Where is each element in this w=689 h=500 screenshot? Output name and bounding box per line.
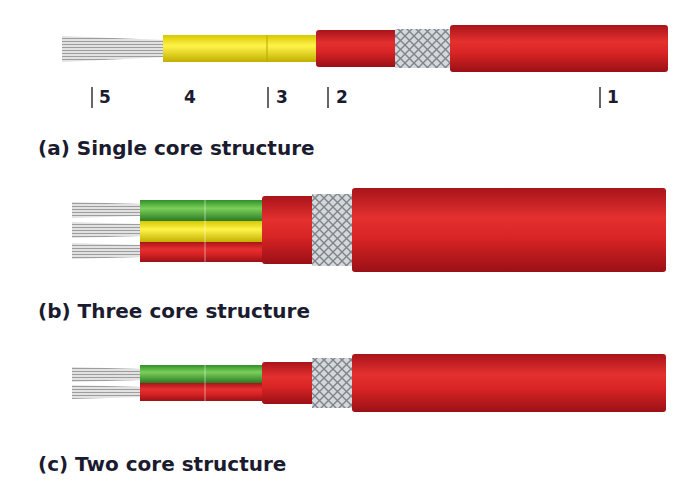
callout-tick [91, 87, 93, 108]
three-core-cable [72, 188, 666, 272]
figure-caption: (b) Three core structure [38, 299, 310, 323]
inner-sheath [262, 196, 316, 264]
outer-jacket [352, 354, 666, 412]
metal-braid [312, 358, 356, 408]
callout-tick [327, 87, 329, 108]
insulation-layer [163, 35, 267, 62]
core-insulation [140, 221, 264, 242]
conductor-strands [72, 202, 142, 218]
callout-tick [599, 87, 601, 108]
callout-number: 4 [184, 87, 196, 107]
core-insulation [140, 242, 264, 262]
conductor-strands [62, 36, 165, 62]
conductor-strands [72, 367, 142, 382]
conductor-strands [72, 385, 142, 399]
figure-caption: (c) Two core structure [38, 452, 286, 476]
conductor-strands [72, 222, 142, 238]
figure-caption: (a) Single core structure [38, 136, 315, 160]
layer-edge [267, 35, 268, 62]
callout-number: 5 [99, 87, 111, 107]
metal-braid [395, 29, 453, 68]
metal-braid [312, 194, 356, 266]
callout-number: 1 [607, 87, 619, 107]
outer-jacket [450, 25, 668, 72]
callout-ticks [92, 87, 600, 108]
core-insulation [140, 383, 264, 401]
inner-sheath [316, 30, 398, 67]
single-core-cable [62, 25, 668, 72]
two-core-cable [72, 354, 666, 412]
layer-edge [205, 365, 206, 401]
inner-sheath [262, 362, 316, 404]
outer-jacket [352, 188, 666, 272]
insulation-layer [267, 35, 319, 62]
core-insulation [140, 365, 264, 383]
callout-number: 2 [336, 87, 348, 107]
conductor-strands [72, 243, 142, 259]
callout-tick [267, 87, 269, 108]
core-insulation [140, 200, 264, 221]
callout-number: 3 [276, 87, 288, 107]
layer-edge [205, 200, 206, 262]
